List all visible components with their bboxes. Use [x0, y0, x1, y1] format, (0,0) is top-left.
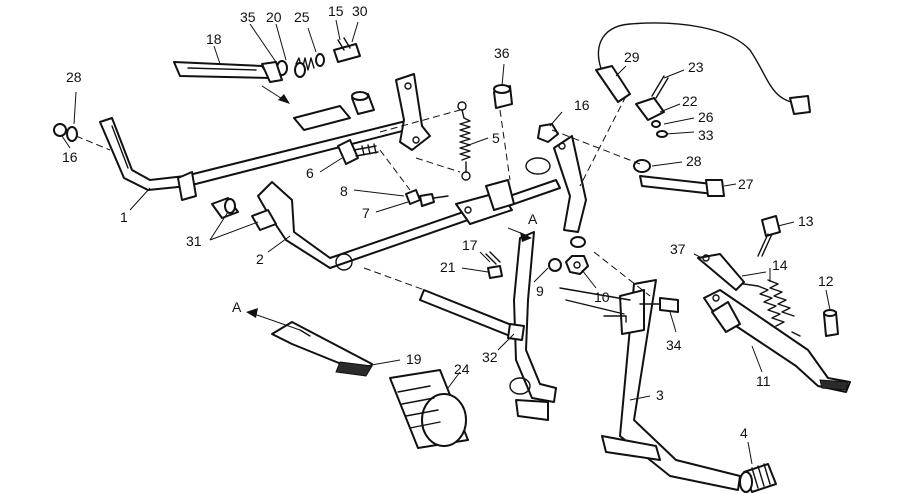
- part-18-foot-peg: [173, 61, 283, 83]
- callout-16-left: 16: [62, 149, 78, 165]
- callout-16-right: 16: [574, 97, 590, 113]
- callout-6: 6: [306, 165, 314, 181]
- callout-36: 36: [494, 45, 510, 61]
- callout-3: 3: [656, 387, 664, 403]
- callout-26: 26: [698, 109, 714, 125]
- part-3-center-stand: [509, 231, 741, 491]
- callout-21: 21: [440, 259, 456, 275]
- part-36-bushing: [351, 84, 513, 115]
- callout-34: 34: [666, 337, 682, 353]
- callout-31: 31: [186, 233, 202, 249]
- callout-1: 1: [120, 209, 128, 225]
- part-6-bolt: [337, 139, 379, 165]
- callout-20: 20: [266, 9, 282, 25]
- assembly-dashed-lines: [75, 95, 651, 297]
- part-12-buffer: [823, 309, 839, 337]
- part-29-cable-switch: [595, 22, 811, 115]
- pin-assembly: [276, 37, 361, 78]
- part-11-side-stand: [703, 289, 851, 393]
- callout-12: 12: [818, 273, 834, 289]
- callout-11: 11: [756, 373, 771, 389]
- callout-22: 22: [682, 93, 698, 109]
- part-24-rubber-grip: [389, 369, 469, 449]
- callout-30: 30: [352, 3, 368, 19]
- part-2-lower-bar: [257, 179, 561, 271]
- part-37-plate: [697, 253, 745, 291]
- reference-arrow-left: A: [232, 299, 301, 331]
- reference-arrow-right: A: [507, 211, 538, 242]
- part-32-long-bolt: [419, 289, 525, 341]
- callout-32: 32: [482, 349, 498, 365]
- callout-17: 17: [462, 237, 478, 253]
- callout-7: 7: [362, 205, 370, 221]
- callout-2: 2: [256, 251, 264, 267]
- callout-9: 9: [536, 283, 544, 299]
- callout-labels: 1 2 3 4 5 6 7 8 9 10 11 12 13 14 15 16 1…: [62, 3, 834, 441]
- callout-10: 10: [594, 289, 610, 305]
- mount-bracket: [525, 135, 587, 233]
- callout-27: 27: [738, 176, 754, 192]
- direction-arrow: [261, 85, 290, 104]
- callout-18: 18: [206, 31, 222, 47]
- part-17-21-bolt: [485, 251, 503, 279]
- reference-letter-a-left: A: [232, 299, 242, 315]
- callout-24: 24: [454, 361, 470, 377]
- part-7-8-fittings: [405, 189, 449, 207]
- callout-4: 4: [740, 425, 748, 441]
- part-1-footrest-bar: [99, 73, 431, 201]
- part-4-stand-rubber: [739, 463, 777, 493]
- reference-letter-a-right: A: [528, 211, 538, 227]
- part-31-bushings: [211, 197, 277, 231]
- callout-35: 35: [240, 9, 256, 25]
- callout-33: 33: [698, 127, 714, 143]
- callout-29: 29: [624, 49, 640, 65]
- callout-28-left: 28: [66, 69, 82, 85]
- callout-14: 14: [772, 257, 788, 273]
- callout-13: 13: [798, 213, 814, 229]
- callout-8: 8: [340, 183, 348, 199]
- part-13-bolt: [757, 215, 781, 257]
- callout-5: 5: [492, 130, 500, 146]
- part-27-28-bolt: [633, 159, 725, 197]
- switch-bracket: [635, 75, 669, 138]
- callout-25: 25: [294, 9, 310, 25]
- callout-15: 15: [328, 3, 344, 19]
- callout-28-right: 28: [686, 153, 702, 169]
- part-9-10-nuts: [548, 236, 589, 275]
- part-34-bolt: [639, 297, 679, 313]
- part-19-footplate: [271, 321, 373, 377]
- leader-lines: [61, 19, 831, 465]
- callout-19: 19: [406, 351, 422, 367]
- part-16-right-nut: [537, 123, 559, 143]
- callout-37: 37: [670, 241, 686, 257]
- callout-23: 23: [688, 59, 704, 75]
- part-16-28-left-nut: [53, 123, 78, 142]
- part-5-spring: [457, 101, 471, 181]
